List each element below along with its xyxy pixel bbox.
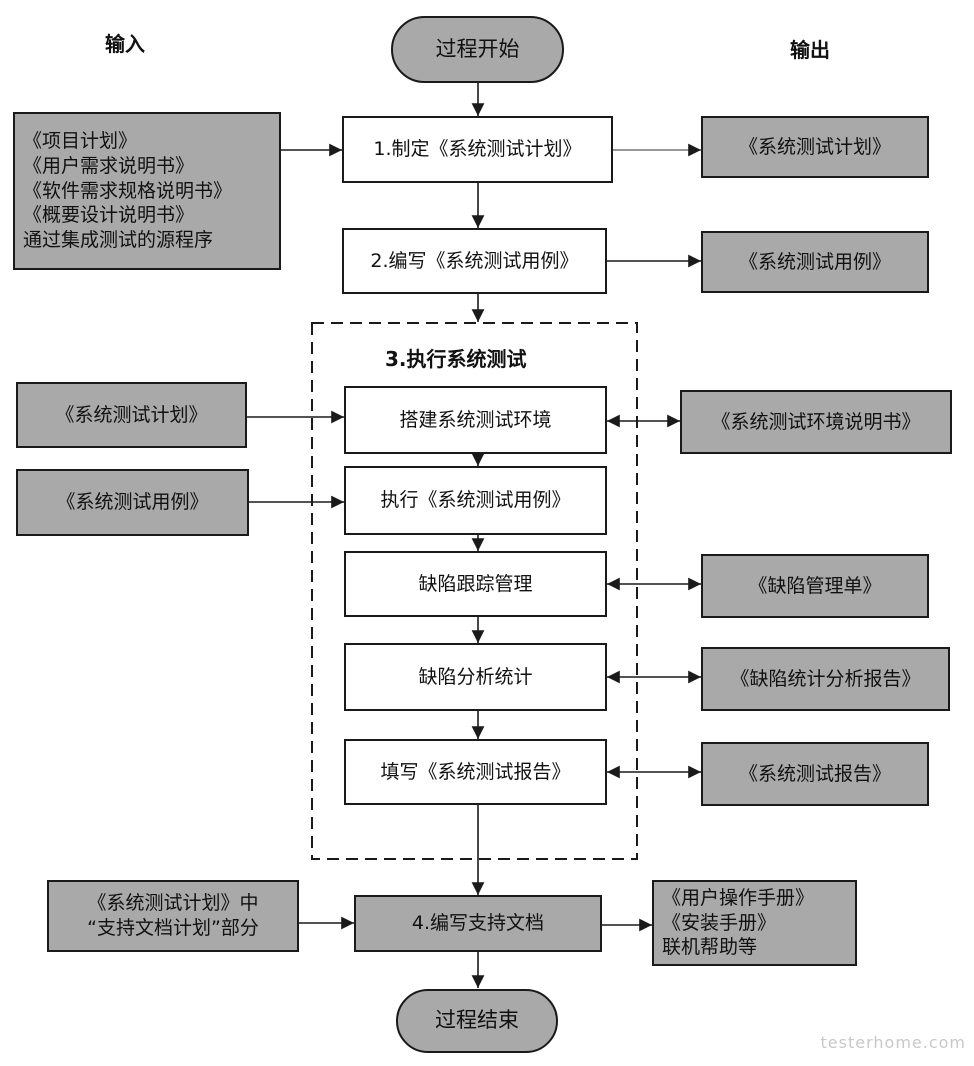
input-4-support-plan: 《系统测试计划》中 “支持文档计划”部分 <box>47 880 299 952</box>
input-1-line: 《用户需求说明书》 <box>23 154 195 177</box>
step-3c-defect-tracking: 缺陷跟踪管理 <box>344 551 607 617</box>
output-3-env-spec: 《系统测试环境说明书》 <box>680 390 952 454</box>
input-1-line: 《软件需求规格说明书》 <box>23 179 233 202</box>
output-5-defect-report: 《缺陷统计分析报告》 <box>701 647 950 711</box>
step-3b-execute-cases: 执行《系统测试用例》 <box>344 466 607 535</box>
input-column-header: 输入 <box>105 32 145 56</box>
process-end: 过程结束 <box>396 989 558 1053</box>
input-2-test-plan: 《系统测试计划》 <box>16 382 247 448</box>
input-1-line: 《项目计划》 <box>23 130 138 153</box>
step-3d-defect-analysis: 缺陷分析统计 <box>344 643 607 711</box>
watermark: testerhome.com <box>820 1033 966 1052</box>
input-4-line: “支持文档计划”部分 <box>87 917 259 939</box>
input-1-documents: 《项目计划》 《用户需求说明书》 《软件需求规格说明书》 《概要设计说明书》 通… <box>13 112 281 270</box>
output-7-line: 《用户操作手册》 <box>662 886 815 909</box>
step-4-write-docs: 4.编写支持文档 <box>354 895 602 952</box>
step-1-make-plan: 1.制定《系统测试计划》 <box>342 116 613 183</box>
input-1-line: 通过集成测试的源程序 <box>23 229 214 252</box>
output-7-line: 《安装手册》 <box>662 911 777 934</box>
output-column-header: 输出 <box>790 38 830 62</box>
process-start: 过程开始 <box>391 16 564 83</box>
output-7-support-docs: 《用户操作手册》 《安装手册》 联机帮助等 <box>652 880 857 966</box>
step3-dashed-container <box>311 322 638 860</box>
step-3a-setup-env: 搭建系统测试环境 <box>344 386 607 454</box>
output-1-test-plan: 《系统测试计划》 <box>701 116 929 178</box>
output-4-defect-sheet: 《缺陷管理单》 <box>701 554 929 618</box>
output-7-line: 联机帮助等 <box>662 936 758 959</box>
step-3-title: 3.执行系统测试 <box>385 347 527 371</box>
output-6-test-report: 《系统测试报告》 <box>701 742 929 806</box>
input-1-line: 《概要设计说明书》 <box>23 204 195 227</box>
step-2-write-cases: 2.编写《系统测试用例》 <box>342 228 607 294</box>
output-2-test-cases: 《系统测试用例》 <box>701 231 929 293</box>
input-4-line: 《系统测试计划》中 <box>87 892 259 915</box>
step-3e-fill-report: 填写《系统测试报告》 <box>344 739 607 805</box>
input-3-test-cases: 《系统测试用例》 <box>16 469 249 536</box>
